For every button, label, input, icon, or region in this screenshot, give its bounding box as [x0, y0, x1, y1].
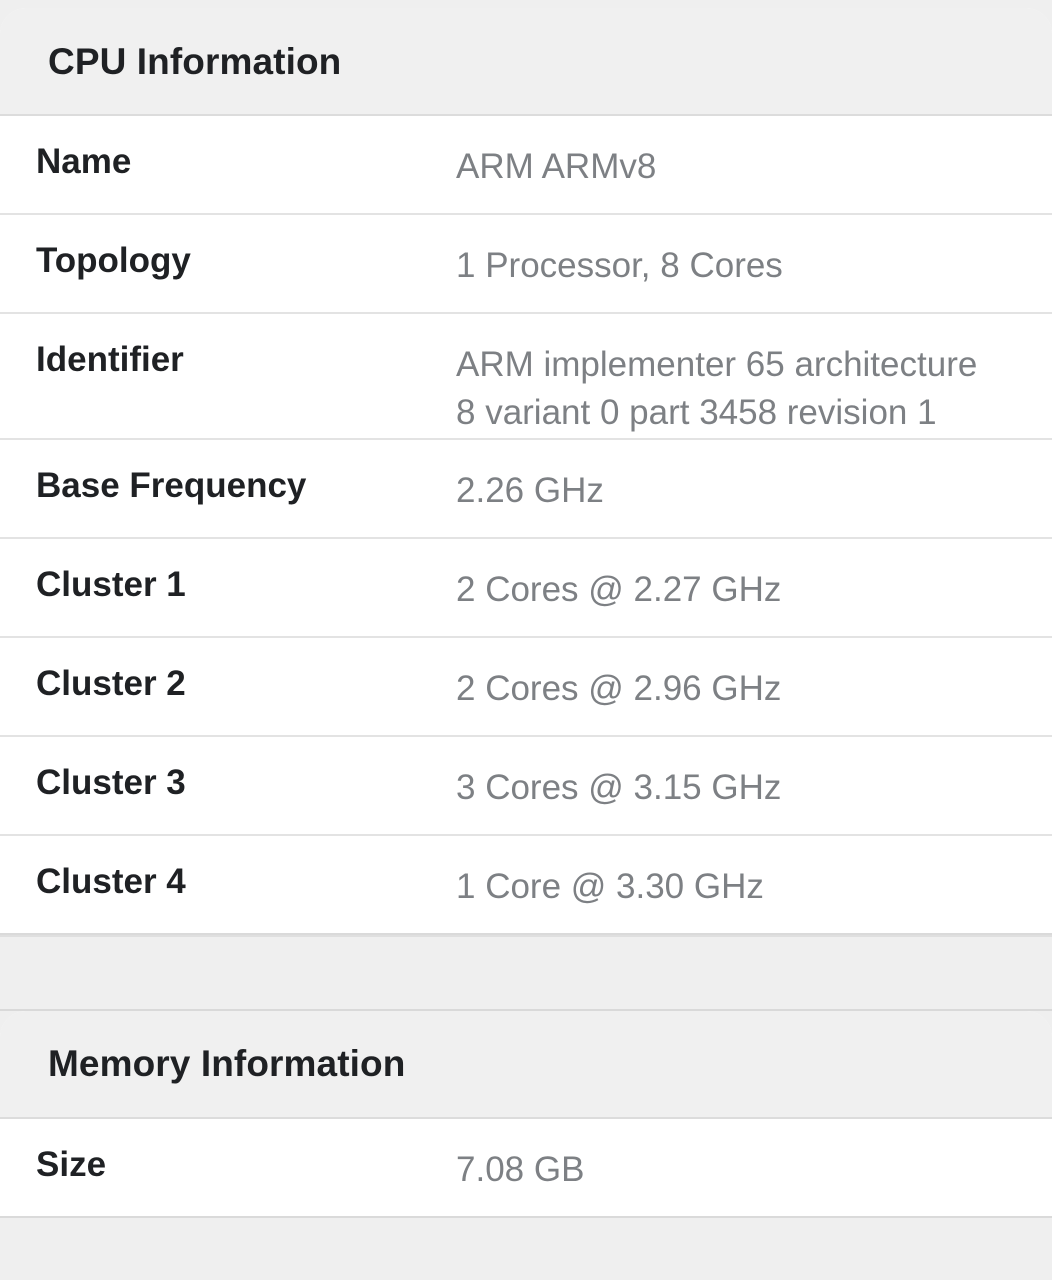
- memory-information-header: Memory Information: [0, 1010, 1052, 1119]
- row-label-cluster-3: Cluster 3: [36, 762, 186, 802]
- table-row[interactable]: Size 7.08 GB: [0, 1118, 1052, 1218]
- row-label-base-frequency: Base Frequency: [36, 465, 307, 505]
- table-row[interactable]: Cluster 1 2 Cores @ 2.27 GHz: [0, 538, 1052, 638]
- memory-information-title: Memory Information: [48, 1043, 406, 1085]
- row-label-name: Name: [36, 142, 132, 181]
- cpu-information-rows: Name ARM ARMv8 Topology 1 Processor, 8 C…: [0, 116, 1052, 935]
- table-row[interactable]: Cluster 3 3 Cores @ 3.15 GHz: [0, 736, 1052, 836]
- memory-information-card: Memory Information Size 7.08 GB: [0, 1010, 1052, 1218]
- row-label-cluster-4: Cluster 4: [36, 861, 186, 901]
- cpu-information-card: CPU Information Name ARM ARMv8 Topology …: [0, 8, 1052, 935]
- table-row[interactable]: Cluster 2 2 Cores @ 2.96 GHz: [0, 637, 1052, 737]
- table-row[interactable]: Cluster 4 1 Core @ 3.30 GHz: [0, 835, 1052, 935]
- table-row[interactable]: Name ARM ARMv8: [0, 116, 1052, 215]
- row-value-cluster-2: 2 Cores @ 2.96 GHz: [456, 668, 782, 708]
- memory-information-rows: Size 7.08 GB: [0, 1118, 1052, 1218]
- cpu-information-header: CPU Information: [0, 8, 1052, 116]
- table-row[interactable]: Identifier ARM implementer 65 architectu…: [0, 314, 1052, 440]
- table-row[interactable]: Base Frequency 2.26 GHz: [0, 439, 1052, 539]
- row-label-cluster-2: Cluster 2: [36, 663, 186, 703]
- row-value-identifier: ARM implementer 65 architecture 8 varian…: [456, 345, 978, 433]
- section-gap: [0, 934, 1052, 1011]
- row-value-name: ARM ARMv8: [456, 147, 657, 186]
- cpu-information-title: CPU Information: [48, 40, 342, 82]
- row-label-identifier: Identifier: [36, 340, 184, 379]
- row-value-cluster-3: 3 Cores @ 3.15 GHz: [456, 767, 782, 807]
- row-label-cluster-1: Cluster 1: [36, 564, 186, 604]
- row-label-topology: Topology: [36, 241, 191, 280]
- row-value-base-frequency: 2.26 GHz: [456, 470, 604, 510]
- row-value-topology: 1 Processor, 8 Cores: [456, 246, 783, 285]
- table-row[interactable]: Topology 1 Processor, 8 Cores: [0, 215, 1052, 314]
- row-value-cluster-4: 1 Core @ 3.30 GHz: [456, 866, 764, 906]
- row-value-size: 7.08 GB: [456, 1149, 585, 1189]
- row-value-cluster-1: 2 Cores @ 2.27 GHz: [456, 569, 782, 609]
- row-label-size: Size: [36, 1144, 107, 1184]
